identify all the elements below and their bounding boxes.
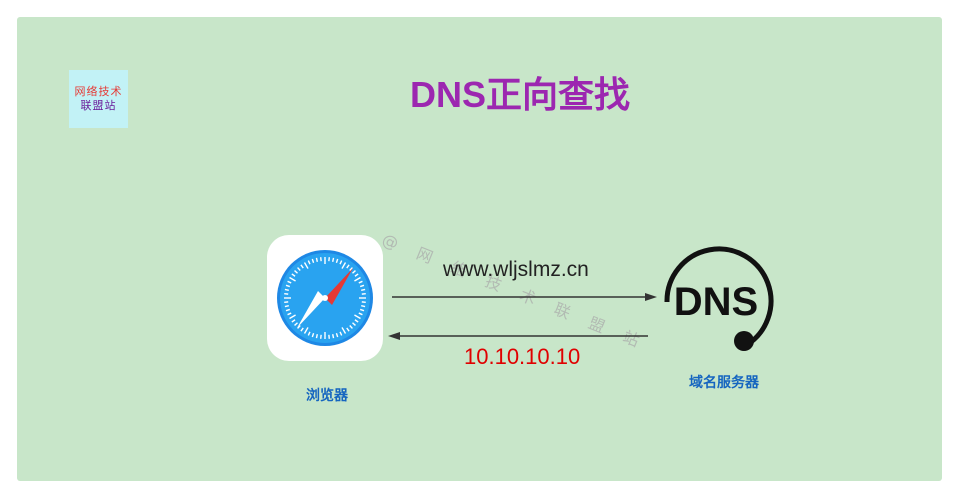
diagram-panel [17,17,942,481]
dns-server-label: 域名服务器 [689,375,759,391]
diagram-title: DNS正向查找 [409,74,630,115]
dns-server-icon: DNS [664,246,774,351]
logo-line-2: 联盟站 [80,99,117,112]
request-response-arrows [388,293,657,340]
site-logo: 网络技术 联盟站 [69,70,128,128]
response-ip: 10.10.10.10 [464,344,581,369]
logo-line-1: 网络技术 [74,85,123,98]
browser-label: 浏览器 [306,388,348,404]
safari-browser-icon [267,235,383,361]
dns-badge-text: DNS [674,280,758,324]
request-domain: www.wljslmz.cn [443,258,589,281]
